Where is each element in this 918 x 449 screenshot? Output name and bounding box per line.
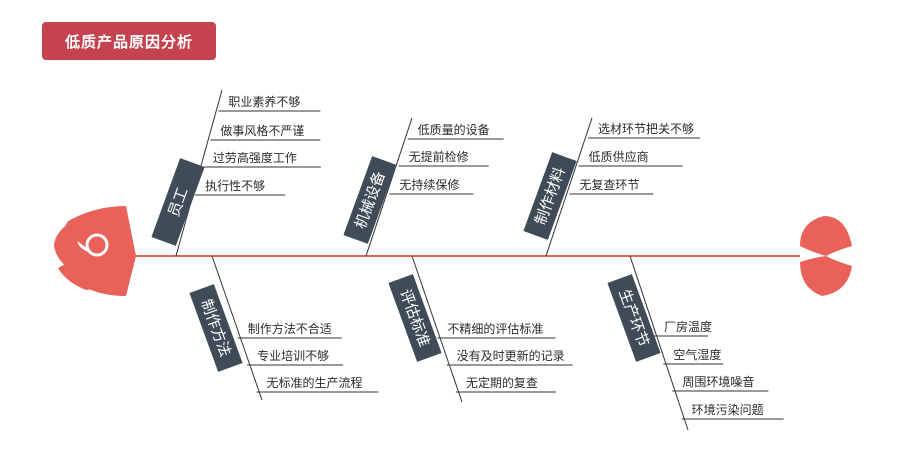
bone-line-2 xyxy=(365,117,413,257)
cause-label: 无复查环节 xyxy=(579,178,640,192)
fish-eye-icon xyxy=(85,233,109,257)
cause-label: 执行性不够 xyxy=(205,179,266,193)
fishbone-lines xyxy=(130,89,800,431)
cause-label: 低质量的设备 xyxy=(417,123,490,137)
cause-label: 低质供应商 xyxy=(588,150,649,164)
cause-label: 环境污染问题 xyxy=(691,403,764,417)
fish-tail-lower xyxy=(800,256,852,296)
cause-label: 制作方法不合适 xyxy=(247,322,332,336)
cause-label: 周围环境噪音 xyxy=(682,375,755,389)
fish-head-body xyxy=(60,206,136,296)
cause-label: 无提前检修 xyxy=(408,150,469,164)
cause-label: 不精细的评估标准 xyxy=(447,322,544,336)
cause-label: 无定期的复查 xyxy=(465,376,538,390)
page-title: 低质产品原因分析 xyxy=(42,22,216,60)
cause-label: 做事风格不严谨 xyxy=(220,124,305,138)
cause-label: 专业培训不够 xyxy=(257,349,330,363)
fish-tail xyxy=(800,216,852,296)
bone-line-6 xyxy=(629,255,689,431)
cause-label: 没有及时更新的记录 xyxy=(456,349,565,363)
cause-label: 无标准的生产流程 xyxy=(266,376,363,390)
fish-tail-upper xyxy=(800,216,852,256)
cause-label: 选材环节把关不够 xyxy=(598,122,695,136)
cause-label: 空气湿度 xyxy=(673,348,722,362)
fish-head xyxy=(54,206,136,296)
bone-line-3 xyxy=(545,117,593,257)
cause-label: 无持续保修 xyxy=(399,178,460,192)
cause-label: 职业素养不够 xyxy=(228,95,301,109)
cause-label: 过劳高强度工作 xyxy=(212,151,297,165)
bone-line-5 xyxy=(411,255,463,403)
bone-line-4 xyxy=(211,255,263,401)
cause-label: 厂房温度 xyxy=(664,320,713,334)
